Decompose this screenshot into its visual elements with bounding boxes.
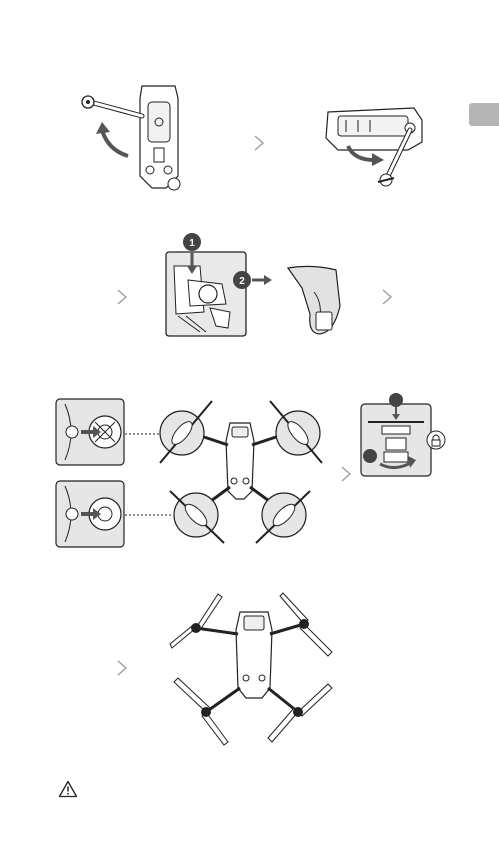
section-tab [469, 103, 499, 126]
step-badge-2: 2 [239, 276, 245, 287]
aircraft-propeller-layout-illustration [120, 395, 335, 550]
chevron-right-icon [381, 289, 393, 305]
warning-triangle-icon [58, 780, 78, 798]
unfold-front-arm-illustration [318, 98, 428, 190]
step-badge-1: 1 [189, 238, 195, 249]
propeller-mount-unmarked-illustration [55, 480, 125, 548]
remove-gimbal-cover-illustration: 1 2 [160, 232, 285, 340]
unfolded-aircraft-illustration [168, 588, 340, 748]
press-and-rotate-propeller-illustration [360, 392, 446, 478]
unfold-rear-arm-illustration [70, 78, 190, 196]
chevron-right-icon [253, 135, 265, 151]
chevron-right-icon [340, 466, 352, 482]
propeller-mount-marked-illustration [55, 398, 125, 466]
storage-cover-illustration [284, 262, 346, 338]
chevron-right-icon [116, 289, 128, 305]
chevron-right-icon [116, 660, 128, 676]
